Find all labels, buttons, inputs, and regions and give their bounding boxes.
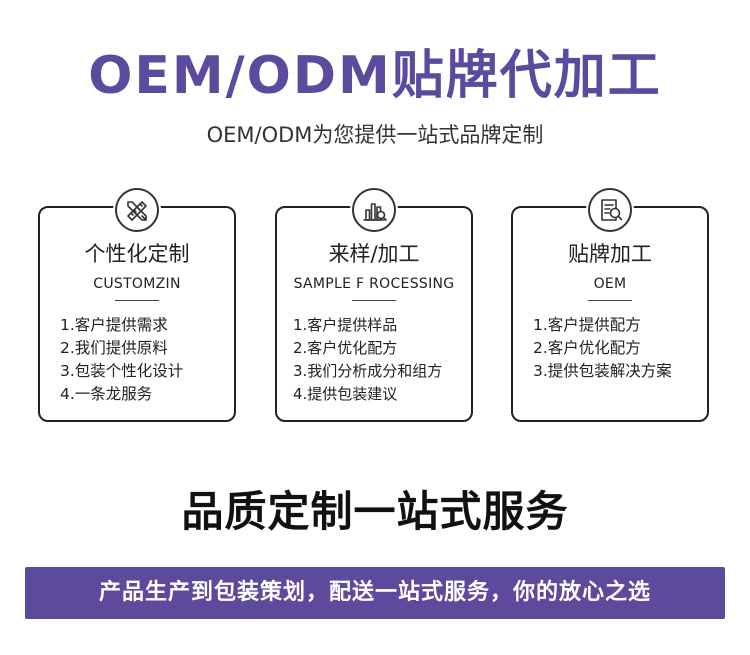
card-title: 个性化定制 [84, 242, 190, 266]
card-title: 来样/加工 [328, 242, 420, 266]
promo-banner: 产品生产到包装策划，配送一站式服务，你的放心之选 [25, 567, 725, 619]
card-divider [115, 300, 159, 301]
service-slogan: 品质定制一站式服务 [181, 487, 569, 536]
card-divider [352, 300, 396, 301]
list-item: 1.客户提供样品 [293, 316, 398, 334]
ruler-pencil-icon [113, 186, 161, 234]
card-feature-list: 1.客户提供配方 2.客户优化配方 3.提供包装解决方案 [533, 314, 701, 383]
list-item: 2.客户优化配方 [533, 339, 641, 357]
list-item: 3.包装个性化设计 [60, 362, 184, 380]
card-subtitle: OEM [593, 276, 627, 292]
page-title: OEM/ODM贴牌代加工 [88, 46, 662, 106]
card-subtitle: CUSTOMZIN [93, 276, 181, 292]
service-card-oem: 贴牌加工 OEM 1.客户提供配方 2.客户优化配方 3.提供包装解决方案 [511, 186, 709, 422]
document-search-icon [586, 186, 634, 234]
card-feature-list: 1.客户提供样品 2.客户优化配方 3.我们分析成分和组方 4.提供包装建议 [293, 314, 465, 406]
chart-magnifier-icon [350, 186, 398, 234]
card-subtitle: SAMPLE F ROCESSING [293, 276, 455, 292]
list-item: 1.客户提供需求 [60, 316, 168, 334]
page-subtitle: OEM/ODM为您提供一站式品牌定制 [206, 123, 544, 147]
list-item: 4.提供包装建议 [293, 385, 398, 403]
list-item: 3.我们分析成分和组方 [293, 362, 443, 380]
list-item: 2.客户优化配方 [293, 339, 398, 357]
list-item: 2.我们提供原料 [60, 339, 168, 357]
service-card-customization: 个性化定制 CUSTOMZIN 1.客户提供需求 2.我们提供原料 3.包装个性… [38, 186, 236, 422]
card-title: 贴牌加工 [568, 242, 652, 266]
banner-text: 产品生产到包装策划，配送一站式服务，你的放心之选 [98, 580, 651, 605]
list-item: 3.提供包装解决方案 [533, 362, 672, 380]
service-card-sample-processing: 来样/加工 SAMPLE F ROCESSING 1.客户提供样品 2.客户优化… [275, 186, 473, 422]
card-divider [588, 300, 632, 301]
list-item: 4.一条龙服务 [60, 385, 153, 403]
card-feature-list: 1.客户提供需求 2.我们提供原料 3.包装个性化设计 4.一条龙服务 [60, 314, 228, 406]
list-item: 1.客户提供配方 [533, 316, 641, 334]
